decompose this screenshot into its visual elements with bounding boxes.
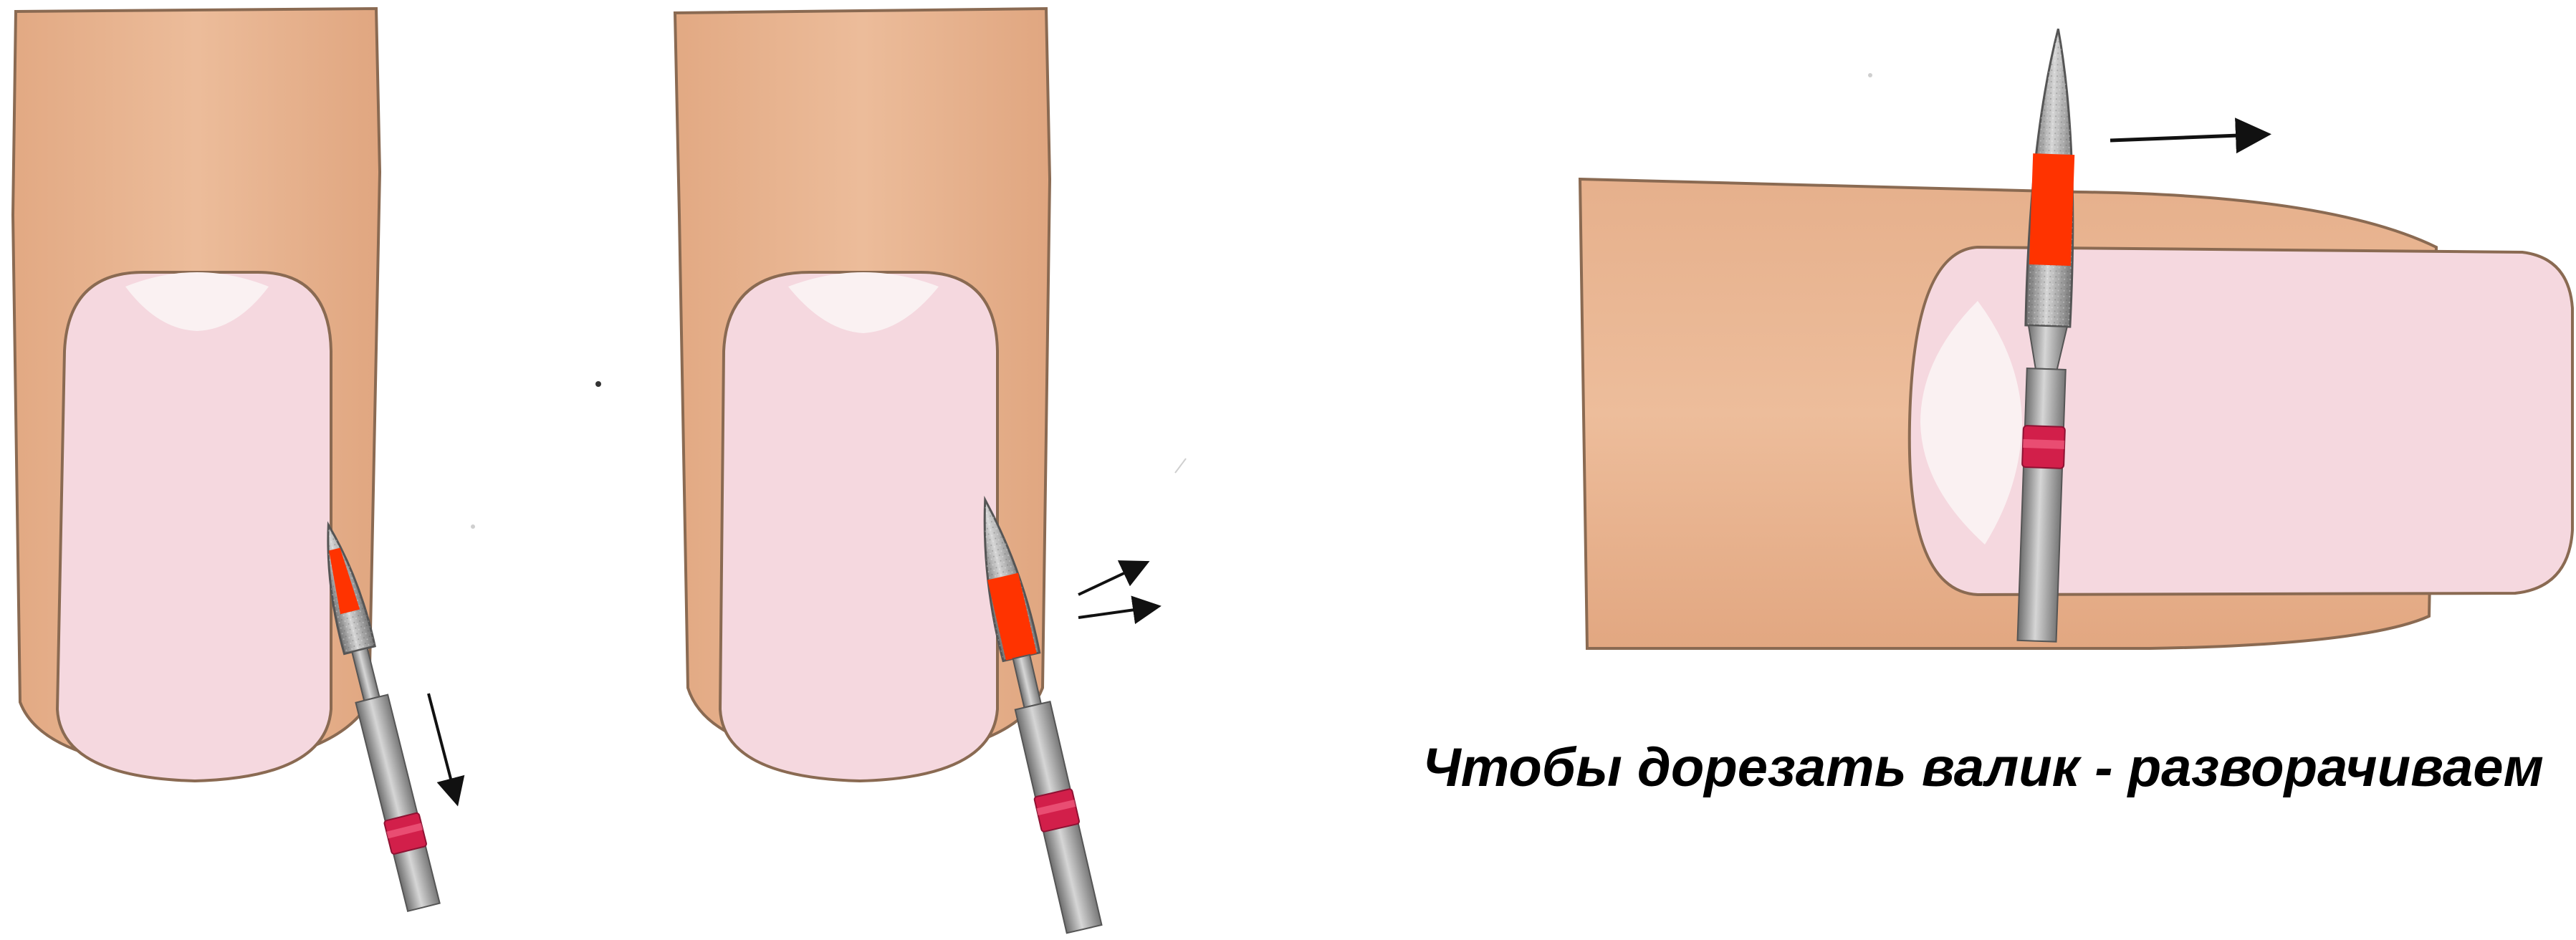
bit-1-shank (355, 695, 439, 911)
caption-text: Чтобы дорезать валик - разворачиваем (1422, 732, 2576, 804)
speck (1175, 459, 1186, 473)
speck (595, 381, 601, 387)
finger-2-nail (720, 272, 997, 781)
arrow-icon (2110, 135, 2257, 140)
speck (1868, 73, 1872, 77)
speck (471, 524, 475, 529)
finger-1 (13, 9, 380, 781)
bit-3-cutting-zone (2029, 153, 2074, 266)
finger-2 (675, 9, 1050, 781)
arrow-icon (428, 694, 455, 795)
finger-3 (1580, 179, 2572, 648)
finger-1-nail (57, 272, 331, 781)
arrow-icon (1078, 608, 1150, 618)
arrow-icon (1078, 566, 1139, 595)
